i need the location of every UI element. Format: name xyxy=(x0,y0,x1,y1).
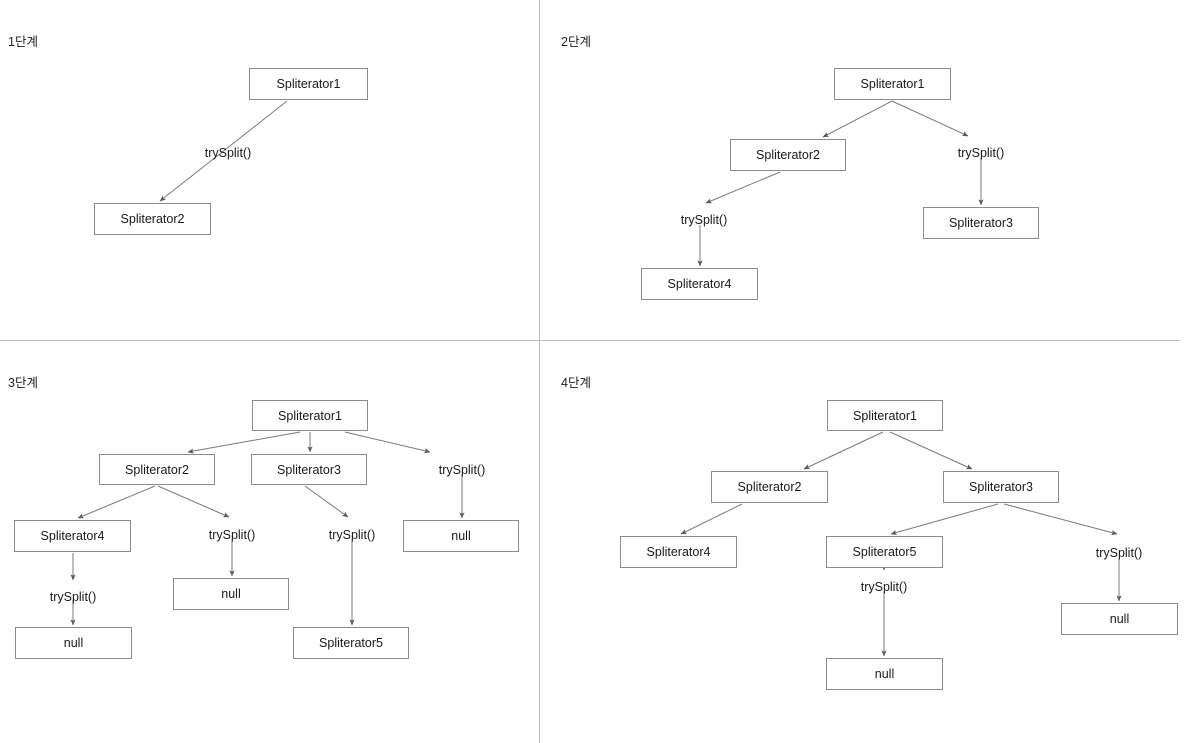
edge-stage-2-0 xyxy=(822,100,893,138)
edge-stage-4-3 xyxy=(890,503,999,535)
node-q4-null-right: null xyxy=(1061,603,1178,635)
stage-title-stage-1: 1단계 xyxy=(8,35,38,49)
node-q3-null-mid: null xyxy=(173,578,289,610)
edge-stage-3-0 xyxy=(187,431,301,454)
edge-label-q3-l4: trySplit() xyxy=(49,590,97,604)
node-q4-null-mid: null xyxy=(826,658,943,690)
stage-title-stage-3: 3단계 xyxy=(8,376,38,390)
node-q1-s1: Spliterator1 xyxy=(249,68,368,100)
node-q3-s3: Spliterator3 xyxy=(251,454,367,485)
edge-label-q2-l2: trySplit() xyxy=(680,213,728,227)
node-q3-s5: Spliterator5 xyxy=(293,627,409,659)
edge-stage-3-7 xyxy=(304,485,349,518)
stage-title-stage-2: 2단계 xyxy=(561,35,591,49)
edge-label-q2-l1: trySplit() xyxy=(957,146,1005,160)
edge-label-q1-l1: trySplit() xyxy=(204,146,252,160)
node-q1-s2: Spliterator2 xyxy=(94,203,211,235)
edge-stage-4-2 xyxy=(680,503,743,535)
node-q2-s3: Spliterator3 xyxy=(923,207,1039,239)
edge-stage-4-4 xyxy=(1003,503,1118,536)
edge-stage-2-3 xyxy=(705,171,781,204)
edge-label-q4-l2: trySplit() xyxy=(860,580,908,594)
edge-stage-2-1 xyxy=(891,100,969,137)
node-q4-s5: Spliterator5 xyxy=(826,536,943,568)
edge-stage-3-2 xyxy=(344,431,431,454)
edge-stage-3-4 xyxy=(77,485,156,519)
edge-label-q3-l3: trySplit() xyxy=(328,528,376,542)
node-q4-s2: Spliterator2 xyxy=(711,471,828,503)
edge-stage-3-5 xyxy=(157,485,230,518)
node-q3-s1: Spliterator1 xyxy=(252,400,368,431)
node-q2-s2: Spliterator2 xyxy=(730,139,846,171)
stage-title-stage-4: 4단계 xyxy=(561,376,591,390)
node-q4-s1: Spliterator1 xyxy=(827,400,943,431)
node-q3-null-left: null xyxy=(15,627,132,659)
node-q3-s4: Spliterator4 xyxy=(14,520,131,552)
divider-vertical xyxy=(539,0,540,743)
edge-label-q3-l2: trySplit() xyxy=(208,528,256,542)
node-q2-s1: Spliterator1 xyxy=(834,68,951,100)
edge-label-q4-l1: trySplit() xyxy=(1095,546,1143,560)
node-q2-s4: Spliterator4 xyxy=(641,268,758,300)
node-q4-s4: Spliterator4 xyxy=(620,536,737,568)
divider-horizontal xyxy=(0,340,1180,341)
node-q3-s2: Spliterator2 xyxy=(99,454,215,485)
node-q3-null-right: null xyxy=(403,520,519,552)
edge-label-q3-l1: trySplit() xyxy=(438,463,486,477)
node-q4-s3: Spliterator3 xyxy=(943,471,1059,503)
edge-stage-4-1 xyxy=(889,431,973,470)
edge-stage-4-0 xyxy=(803,431,884,470)
